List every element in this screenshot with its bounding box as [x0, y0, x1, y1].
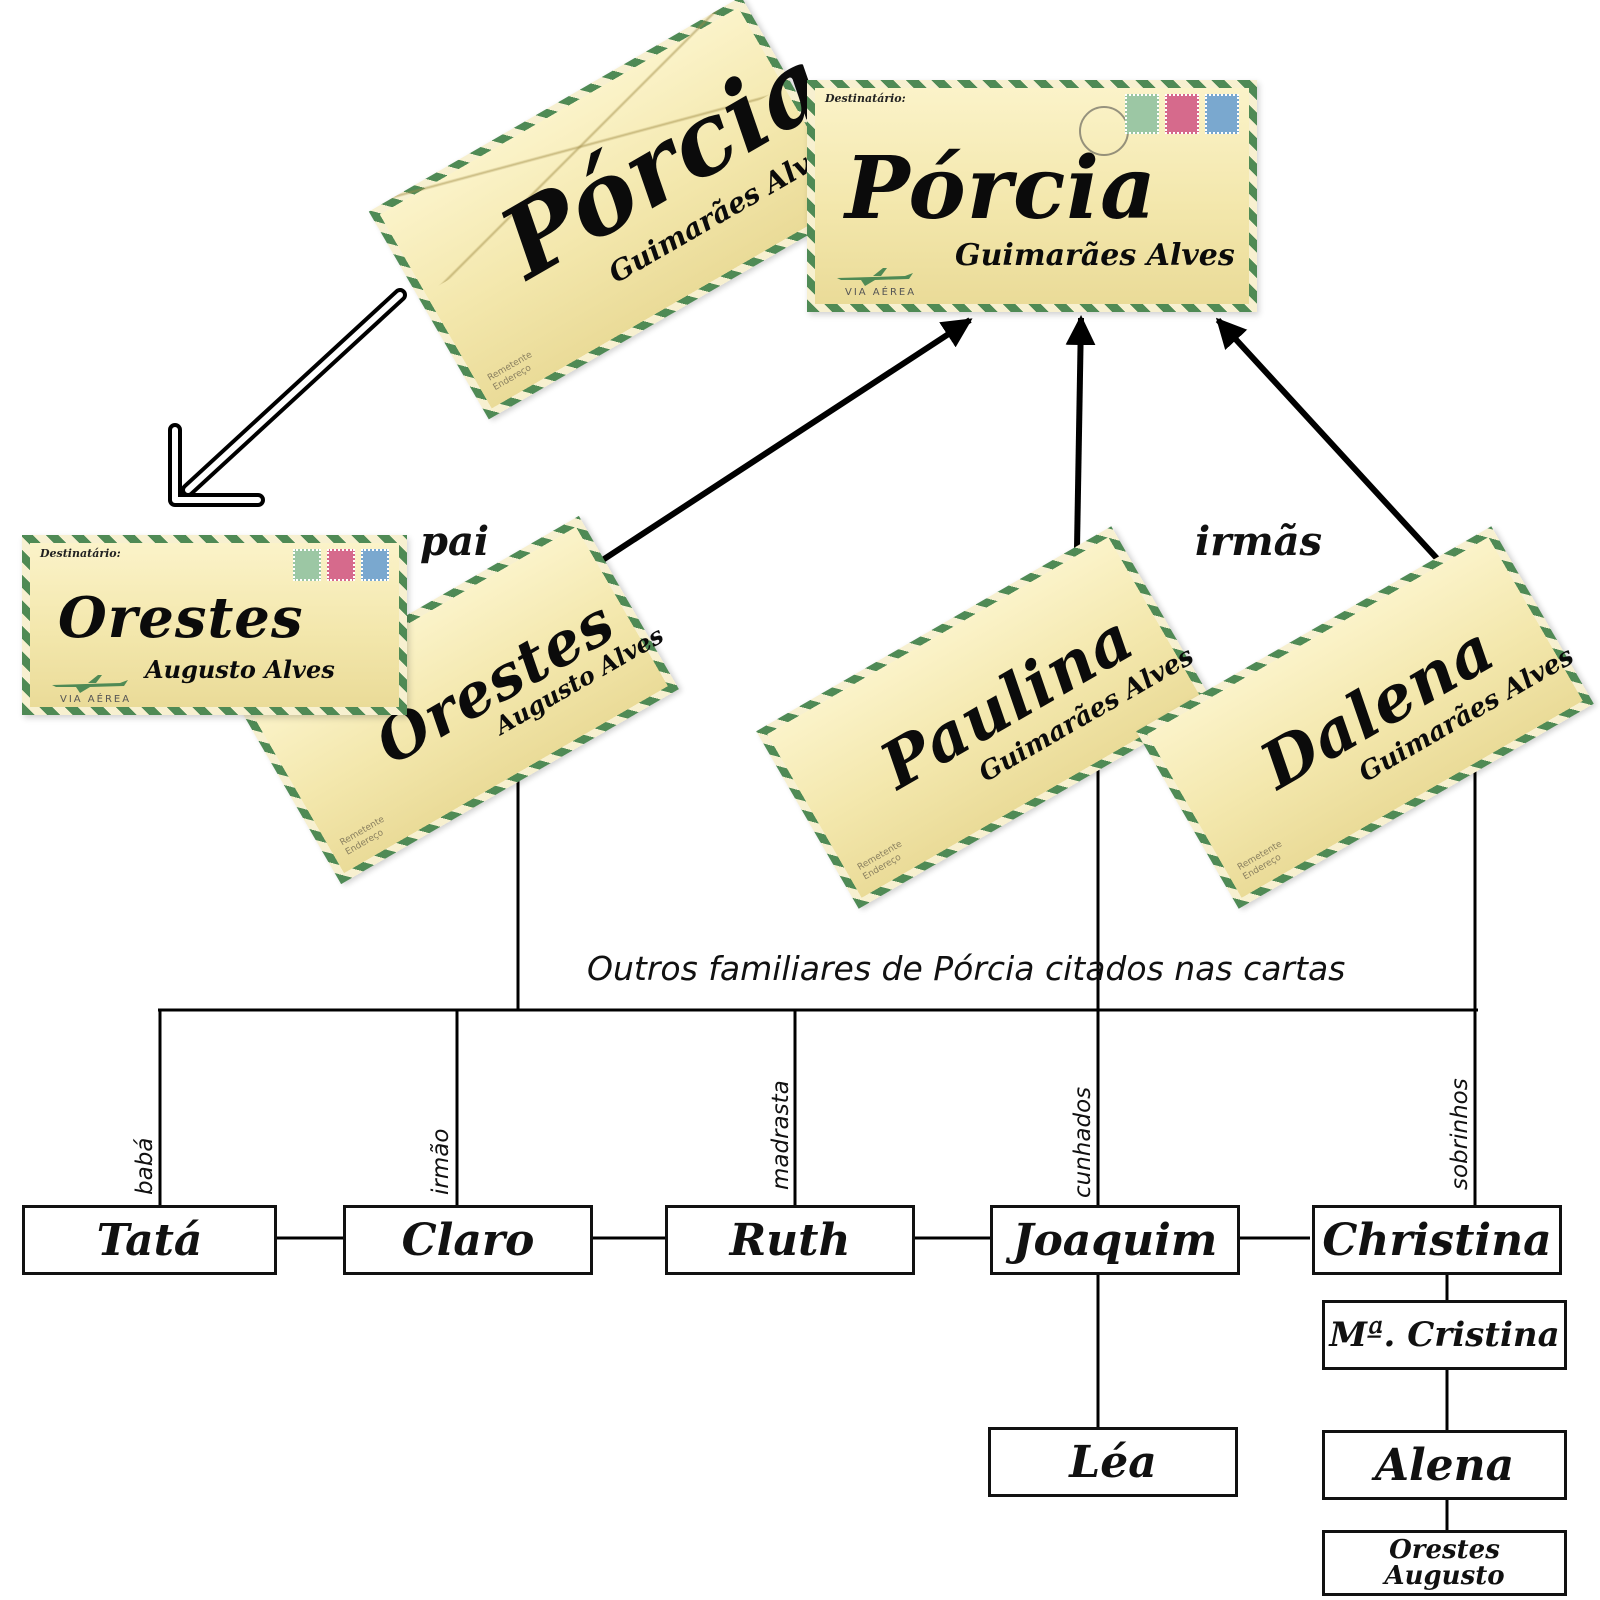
branch-label-irmao: irmão	[428, 1128, 454, 1195]
stamp-icon	[361, 549, 389, 581]
person-box-ma-cristina: Mª. Cristina	[1322, 1300, 1567, 1370]
person-name: Christina	[1322, 1214, 1552, 1266]
envelope-first-name: Pórcia	[845, 138, 1157, 239]
envelope-orestes-front: Destinatário: Orestes Augusto Alves VIA …	[22, 535, 407, 715]
outline-arrow-inner	[172, 292, 403, 503]
relation-label-pai: pai	[420, 518, 490, 565]
stamp-icon	[1125, 94, 1159, 134]
person-name: Claro	[401, 1214, 535, 1266]
arrow-orestes-to-porcia	[593, 317, 973, 568]
person-name: Léa	[1069, 1436, 1157, 1488]
envelope-last-name: Augusto Alves	[145, 655, 335, 684]
airplane-icon	[52, 675, 128, 693]
person-box-christina: Christina	[1312, 1205, 1562, 1275]
person-box-orestes-augusto: Orestes Augusto	[1322, 1530, 1567, 1596]
airplane-icon	[837, 268, 913, 286]
person-name: Ruth	[729, 1214, 851, 1266]
arrow-paulina-to-porcia	[1065, 315, 1096, 549]
branch-label-sobrinhos: sobrinhos	[1447, 1078, 1473, 1190]
stamps	[1125, 94, 1239, 134]
person-name: Alena	[1374, 1439, 1515, 1491]
relation-label-irmas: irmãs	[1195, 518, 1323, 565]
person-name: Orestes Augusto	[1384, 1535, 1505, 1591]
stamp-icon	[293, 549, 321, 581]
envelope-first-name: Orestes	[58, 585, 304, 651]
recipient-label: Destinatário:	[40, 547, 121, 560]
person-name: Mª. Cristina	[1329, 1315, 1560, 1355]
envelope-porcia-front: Destinatário: Pórcia Guimarães Alves VIA…	[807, 80, 1257, 312]
stamp-icon	[1205, 94, 1239, 134]
person-box-ruth: Ruth	[665, 1205, 915, 1275]
person-name: Tatá	[96, 1214, 203, 1266]
branch-label-baba: babá	[132, 1137, 158, 1195]
arrow-dalena-to-porcia	[1215, 317, 1446, 568]
stamp-icon	[1165, 94, 1199, 134]
person-box-joaquim: Joaquim	[990, 1205, 1240, 1275]
recipient-label: Destinatário:	[825, 92, 906, 105]
family-caption: Outros familiares de Pórcia citados nas …	[587, 949, 1346, 988]
airmail-text: VIA AÉREA	[60, 694, 132, 705]
stamp-icon	[327, 549, 355, 581]
person-box-tata: Tatá	[22, 1205, 277, 1275]
person-box-claro: Claro	[343, 1205, 593, 1275]
person-name: Joaquim	[1012, 1214, 1218, 1266]
branch-label-cunhados: cunhados	[1070, 1086, 1096, 1198]
airmail-text: VIA AÉREA	[845, 287, 917, 298]
person-box-lea: Léa	[988, 1427, 1238, 1497]
envelope-last-name: Guimarães Alves	[955, 238, 1235, 273]
branch-label-madrasta: madrasta	[768, 1080, 794, 1190]
person-box-alena: Alena	[1322, 1430, 1567, 1500]
stamps	[293, 549, 389, 581]
